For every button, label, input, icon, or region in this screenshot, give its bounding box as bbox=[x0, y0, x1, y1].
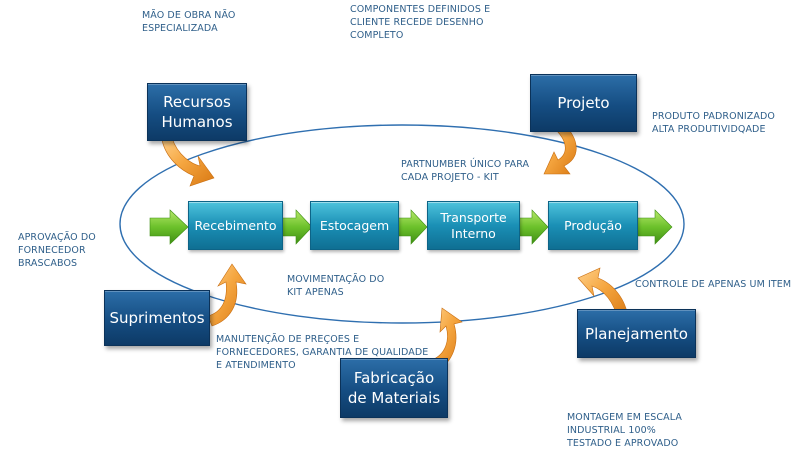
process-cycle-ellipse bbox=[119, 124, 685, 324]
note-produto: PRODUTO PADRONIZADO ALTA PRODUTIVIDQADE bbox=[652, 111, 775, 135]
note-montagem: MONTAGEM EM ESCALA INDUSTRIAL 100% TESTA… bbox=[567, 412, 682, 449]
note-controle: CONTROLE DE APENAS UM ITEM bbox=[635, 279, 792, 290]
note-movimentacao: MOVIMENTAÇÃO DO KIT APENAS bbox=[287, 274, 385, 298]
box-planejamento: Planejamento bbox=[577, 309, 696, 358]
green-right-arrow-icon bbox=[149, 209, 189, 245]
step-transporte-interno: Transporte Interno bbox=[427, 201, 520, 250]
orange-curved-arrow-icon bbox=[577, 267, 629, 321]
green-right-arrow-icon bbox=[636, 209, 673, 245]
step-producao: Produção bbox=[548, 201, 638, 250]
box-recursos-humanos: Recursos Humanos bbox=[147, 83, 247, 141]
orange-curved-arrow-icon bbox=[543, 125, 577, 175]
box-fabricacao-de-materiais: Fabricação de Materiais bbox=[340, 358, 448, 418]
orange-curved-arrow-icon bbox=[161, 137, 215, 187]
box-suprimentos: Suprimentos bbox=[104, 290, 210, 346]
green-right-arrow-icon bbox=[396, 209, 428, 245]
note-aprovacao: APROVAÇÃO DO FORNECEDOR BRASCABOS bbox=[18, 232, 96, 269]
note-manutencao: MANUTENÇÃO DE PREÇOES E FORNECEDORES, GA… bbox=[216, 334, 429, 371]
orange-curved-arrow-icon bbox=[207, 263, 247, 327]
step-estocagem: Estocagem bbox=[310, 201, 399, 250]
green-right-arrow-icon bbox=[517, 209, 549, 245]
note-mao-de-obra: MÃO DE OBRA NÃO ESPECIALIZADA bbox=[142, 10, 236, 34]
note-componentes: COMPONENTES DEFINIDOS E CLIENTE RECEDE D… bbox=[350, 4, 491, 41]
green-right-arrow-icon bbox=[281, 209, 313, 245]
note-partnumber: PARTNUMBER ÚNICO PARA CADA PROJETO - KIT bbox=[401, 159, 530, 183]
box-projeto: Projeto bbox=[530, 74, 637, 132]
step-recebimento: Recebimento bbox=[188, 201, 283, 250]
